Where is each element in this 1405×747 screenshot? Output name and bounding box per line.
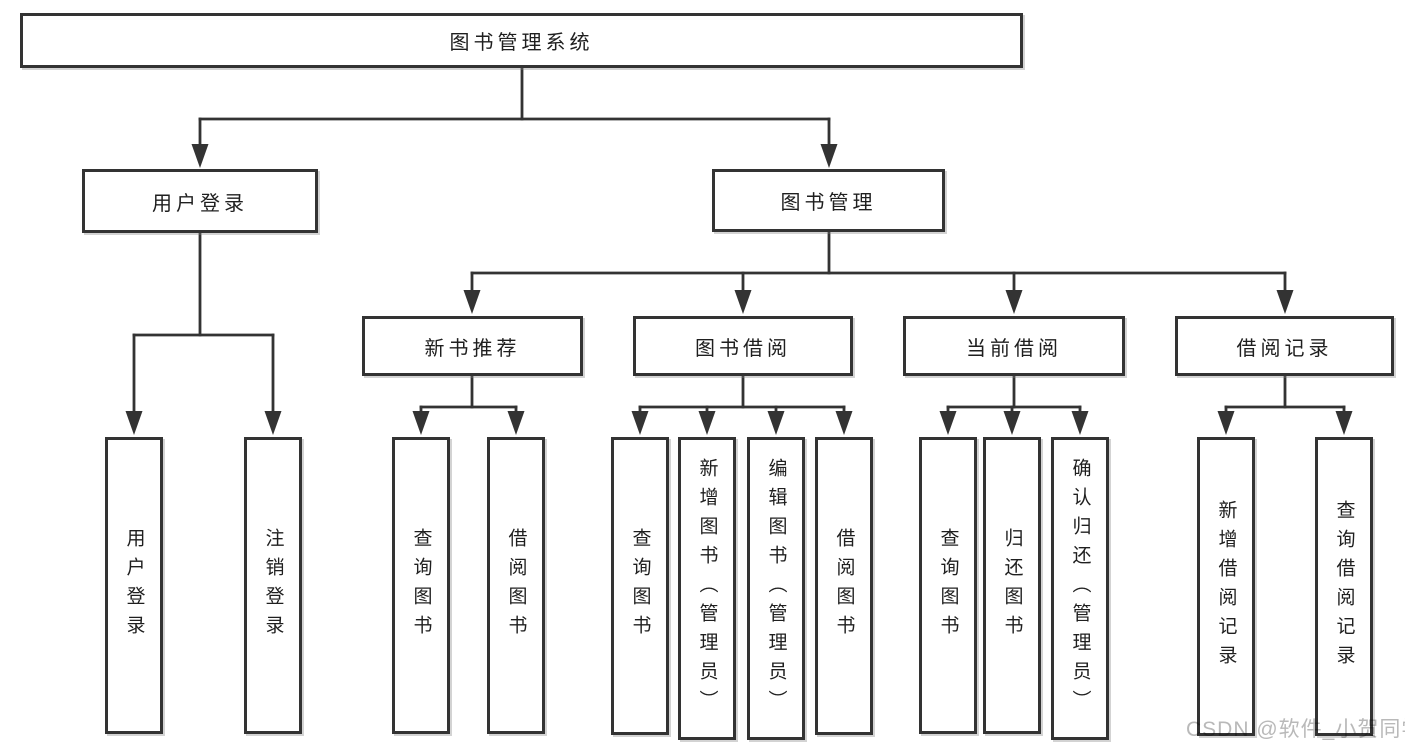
leaf-label: 用户登录 xyxy=(123,527,145,644)
node-new-book-recommendation: 新书推荐 xyxy=(362,316,583,376)
leaf-add-books-admin: 新增图书（管理员） xyxy=(678,437,736,740)
csdn-watermark: CSDN @软件_小贺同学 xyxy=(1186,718,1405,741)
leaf-add-borrow-record: 新增借阅记录 xyxy=(1197,437,1255,736)
node-label: 借阅记录 xyxy=(1236,337,1333,360)
leaf-label: 查询图书 xyxy=(410,527,432,644)
node-library-management-system: 图书管理系统 xyxy=(20,13,1023,68)
node-label: 当前借阅 xyxy=(966,337,1062,360)
leaf-borrow-books-recommend: 借阅图书 xyxy=(487,437,545,734)
leaf-borrow-books-borrowing: 借阅图书 xyxy=(815,437,873,735)
leaf-return-books: 归还图书 xyxy=(983,437,1041,734)
node-user-login: 用户登录 xyxy=(82,169,318,233)
node-book-borrowing: 图书借阅 xyxy=(633,316,853,376)
leaf-logout: 注销登录 xyxy=(244,437,302,734)
leaf-user-login: 用户登录 xyxy=(105,437,163,734)
leaf-query-borrow-record: 查询借阅记录 xyxy=(1315,437,1373,736)
leaf-query-books-recommend: 查询图书 xyxy=(392,437,450,734)
leaf-label: 查询图书 xyxy=(937,527,959,644)
leaf-edit-books-admin: 编辑图书（管理员） xyxy=(747,437,805,740)
leaf-label: 借阅图书 xyxy=(505,527,527,644)
leaf-label: 新增图书（管理员） xyxy=(696,458,718,719)
leaf-label: 查询图书 xyxy=(629,528,651,644)
leaf-label: 借阅图书 xyxy=(833,528,855,644)
leaf-query-books-current: 查询图书 xyxy=(919,437,977,734)
leaf-label: 编辑图书（管理员） xyxy=(765,458,787,719)
node-borrowing-records: 借阅记录 xyxy=(1175,316,1394,376)
leaf-label: 确认归还（管理员） xyxy=(1069,458,1091,719)
node-label: 图书管理系统 xyxy=(449,32,594,54)
leaf-confirm-return-admin: 确认归还（管理员） xyxy=(1051,437,1109,740)
leaf-label: 新增借阅记录 xyxy=(1215,499,1237,674)
leaf-query-books-borrowing: 查询图书 xyxy=(611,437,669,735)
leaf-label: 归还图书 xyxy=(1001,527,1023,644)
leaf-label: 注销登录 xyxy=(262,527,284,644)
node-label: 图书管理 xyxy=(780,192,877,214)
node-current-borrowing: 当前借阅 xyxy=(903,316,1125,376)
node-label: 新书推荐 xyxy=(424,337,521,360)
leaf-label: 查询借阅记录 xyxy=(1333,499,1355,674)
node-book-management: 图书管理 xyxy=(712,169,945,232)
node-label: 用户登录 xyxy=(152,192,248,215)
node-label: 图书借阅 xyxy=(695,337,791,360)
